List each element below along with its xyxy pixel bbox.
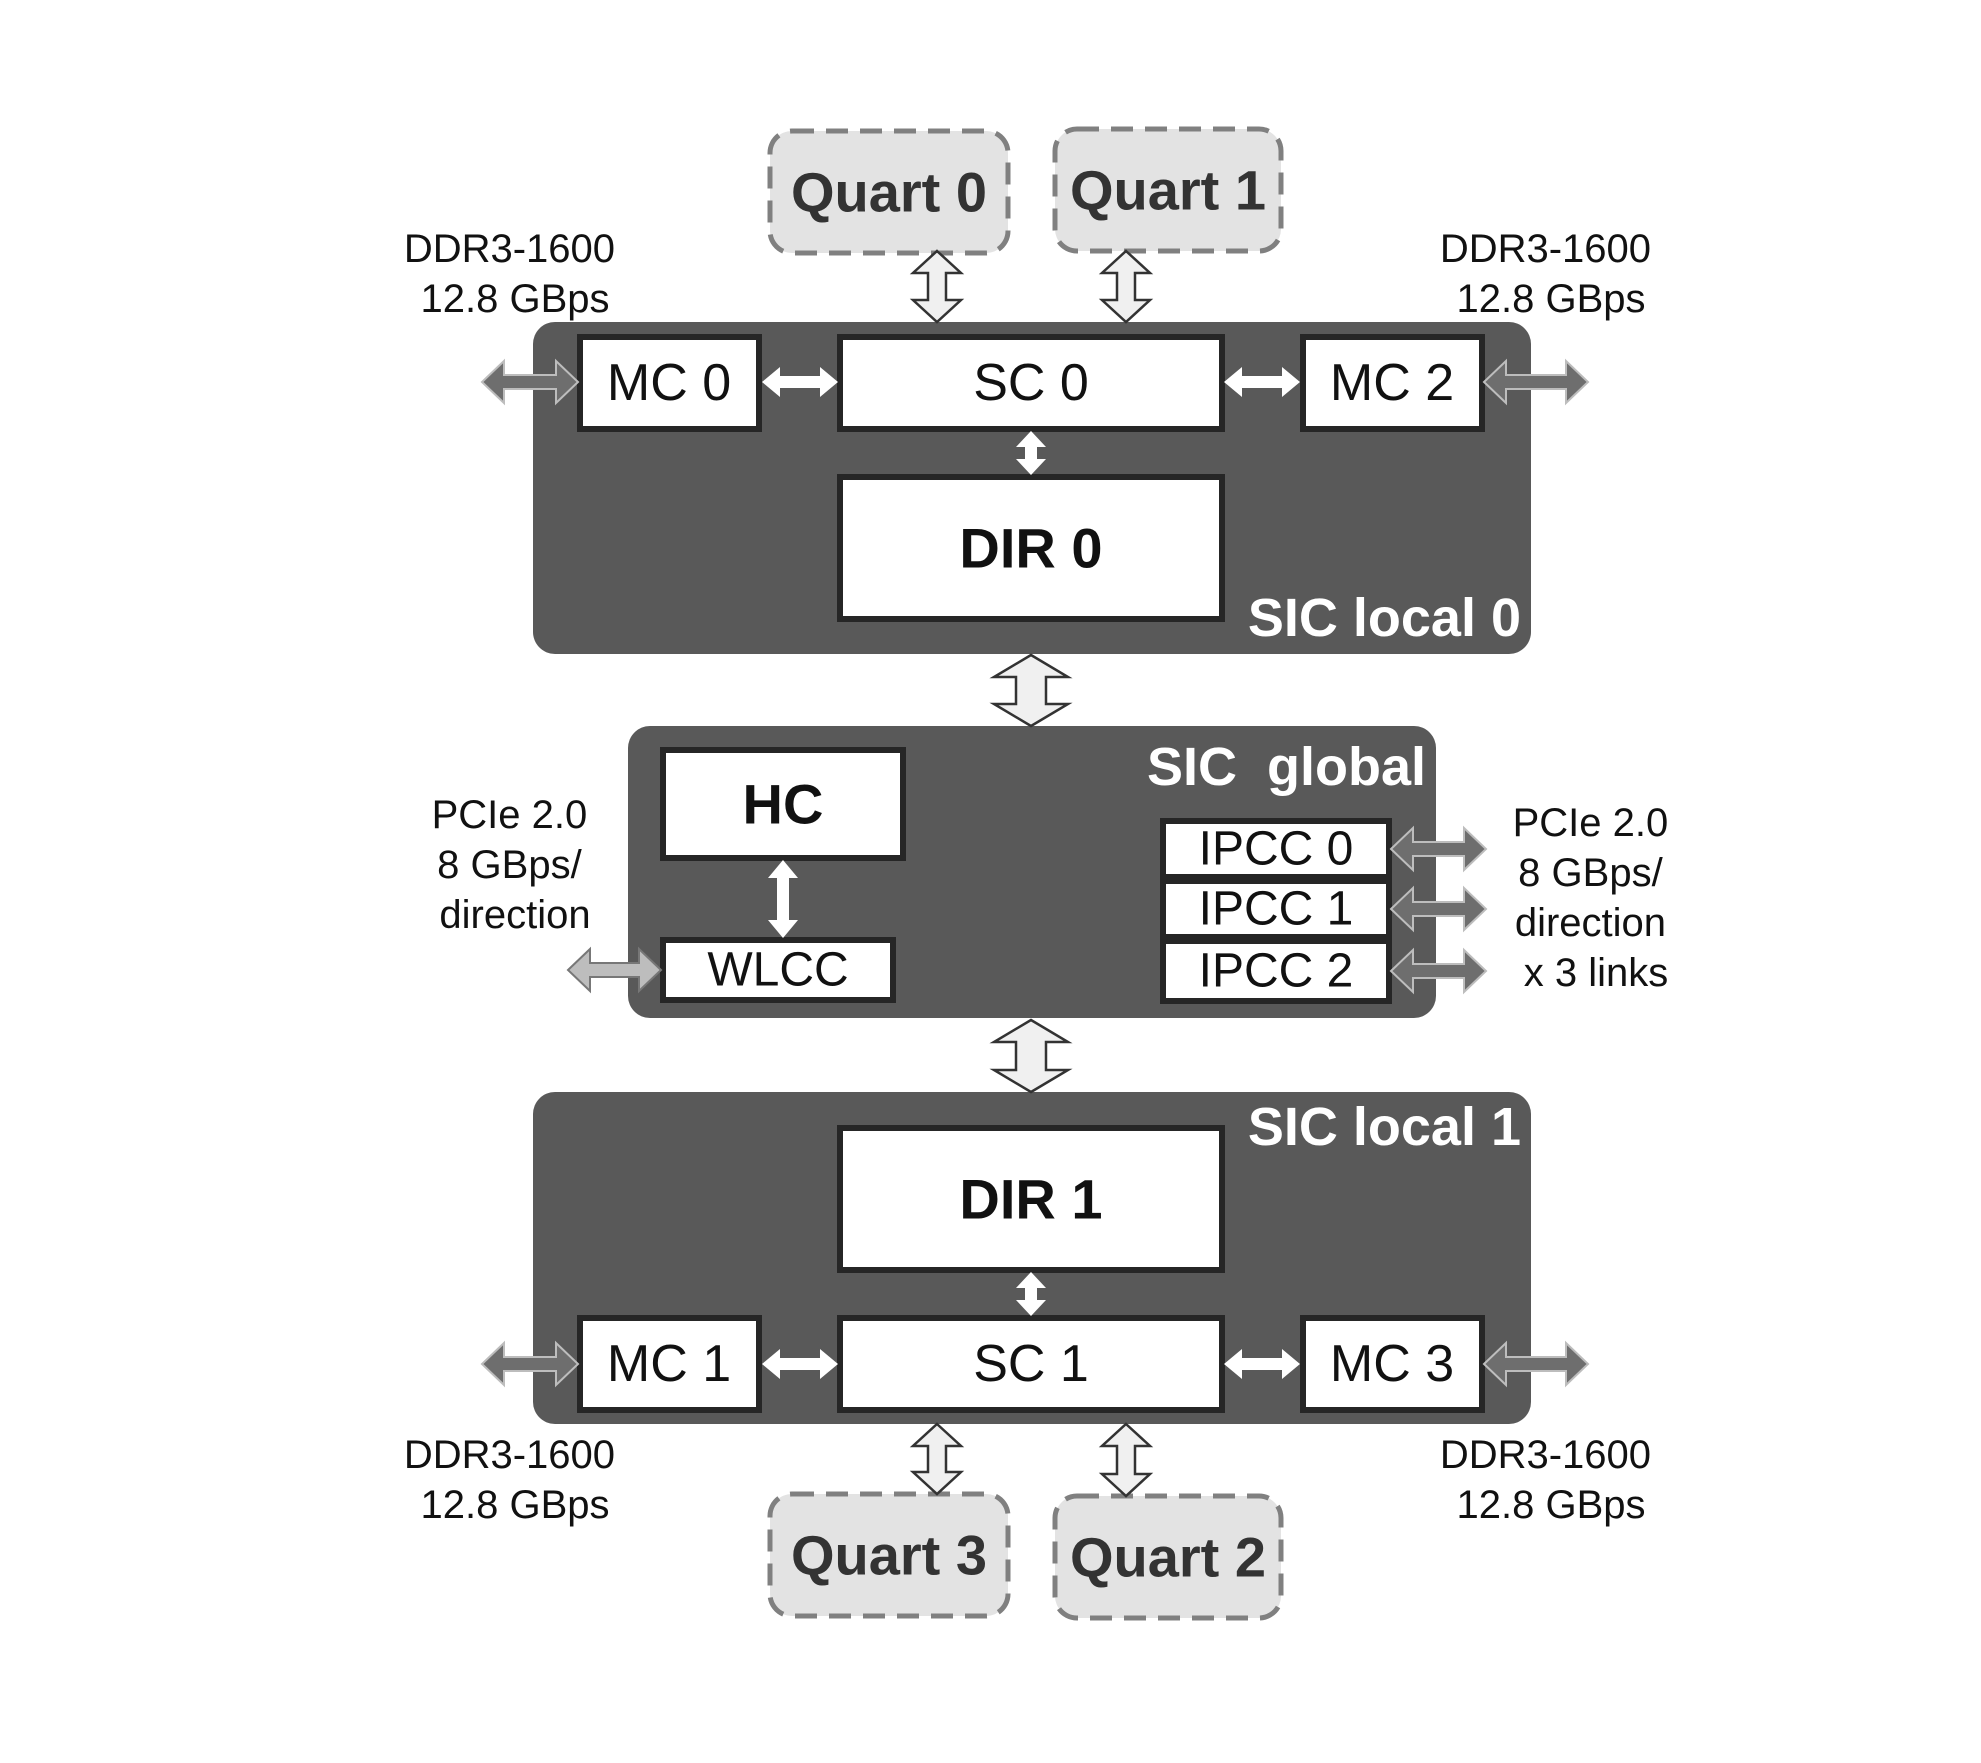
sc-0-block: SC 0 — [837, 334, 1225, 432]
quart-0-sc-0-arrow — [909, 249, 965, 324]
ddr-top-right-note: DDR3-1600 12.8 GBps — [1440, 227, 1662, 321]
mc-1-external-arrow — [480, 1340, 580, 1388]
sc-1-mc-3-arrow — [1224, 1349, 1300, 1379]
mc-3-label: MC 3 — [1330, 1335, 1454, 1393]
mc-3-block: MC 3 — [1300, 1315, 1485, 1413]
mc-1-block: MC 1 — [577, 1315, 762, 1413]
mc-0-label: MC 0 — [607, 354, 731, 412]
mc-2-block: MC 2 — [1300, 334, 1485, 432]
wlcc-external-arrow — [566, 946, 663, 994]
hc-block: HC — [660, 747, 906, 861]
ipcc-2-external-arrow — [1389, 947, 1488, 995]
quart-0-label: Quart 0 — [791, 161, 987, 224]
sic-local-0-label: SIC local 0 — [1248, 588, 1521, 648]
quart-1-label: Quart 1 — [1070, 159, 1266, 222]
mc-1-sc-1-arrow — [762, 1349, 838, 1379]
hc-wlcc-arrow — [768, 860, 798, 938]
sc-0-label: SC 0 — [973, 354, 1089, 412]
ddr-bottom-left-note: DDR3-1600 12.8 GBps — [404, 1433, 626, 1527]
sc-1-label: SC 1 — [973, 1335, 1089, 1393]
quart-2-sc-1-arrow — [1098, 1422, 1154, 1498]
hc-label: HC — [743, 773, 824, 836]
ipcc-1-external-arrow — [1389, 885, 1488, 933]
pcie-right-note: PCIe 2.0 8 GBps/ direction x 3 links — [1513, 801, 1680, 995]
pcie-left-note: PCIe 2.0 8 GBps/ direction — [432, 793, 599, 937]
dir-0-label: DIR 0 — [959, 517, 1102, 580]
quart-2-label: Quart 2 — [1070, 1526, 1266, 1589]
dir-0-block: DIR 0 — [837, 474, 1225, 622]
ipcc-0-label: IPCC 0 — [1199, 823, 1354, 876]
sc-1-block: SC 1 — [837, 1315, 1225, 1413]
quart-1-block: Quart 1 — [1052, 126, 1284, 254]
mc-0-sc-0-arrow — [762, 367, 838, 397]
ipcc-0-block: IPCC 0 — [1160, 818, 1392, 880]
quart-3-block: Quart 3 — [767, 1491, 1011, 1619]
connection-arrows — [480, 249, 1590, 1498]
mc-2-label: MC 2 — [1330, 354, 1454, 412]
dir-1-block: DIR 1 — [837, 1125, 1225, 1273]
ipcc-1-label: IPCC 1 — [1199, 883, 1354, 936]
ipcc-2-block: IPCC 2 — [1160, 938, 1392, 1004]
local0-global-arrow — [989, 653, 1073, 728]
mc-1-label: MC 1 — [607, 1335, 731, 1393]
sic-global-label: SIC global — [1147, 737, 1426, 797]
quart-1-sc-0-arrow — [1098, 249, 1154, 324]
wlcc-block: WLCC — [660, 937, 896, 1003]
sc-0-dir-0-arrow — [1016, 431, 1046, 475]
sic-local-1-label: SIC local 1 — [1248, 1097, 1521, 1157]
sc-0-mc-2-arrow — [1224, 367, 1300, 397]
ddr-top-left-note: DDR3-1600 12.8 GBps — [404, 227, 626, 321]
ddr-bottom-right-note: DDR3-1600 12.8 GBps — [1440, 1433, 1662, 1527]
mc-0-block: MC 0 — [577, 334, 762, 432]
ipcc-2-label: IPCC 2 — [1199, 945, 1354, 998]
dir-1-sc-1-arrow — [1016, 1272, 1046, 1316]
wlcc-label: WLCC — [707, 944, 848, 997]
dir-1-label: DIR 1 — [959, 1168, 1102, 1231]
quart-3-sc-1-arrow — [909, 1422, 965, 1496]
mc-0-external-arrow — [480, 358, 580, 406]
quart-2-block: Quart 2 — [1052, 1493, 1284, 1621]
mc-3-external-arrow — [1482, 1340, 1590, 1388]
ipcc-1-block: IPCC 1 — [1160, 878, 1392, 940]
ipcc-0-external-arrow — [1389, 825, 1488, 873]
mc-2-external-arrow — [1482, 358, 1590, 406]
quart-3-label: Quart 3 — [791, 1524, 987, 1587]
quart-0-block: Quart 0 — [767, 128, 1011, 256]
global-local1-arrow — [989, 1018, 1073, 1094]
